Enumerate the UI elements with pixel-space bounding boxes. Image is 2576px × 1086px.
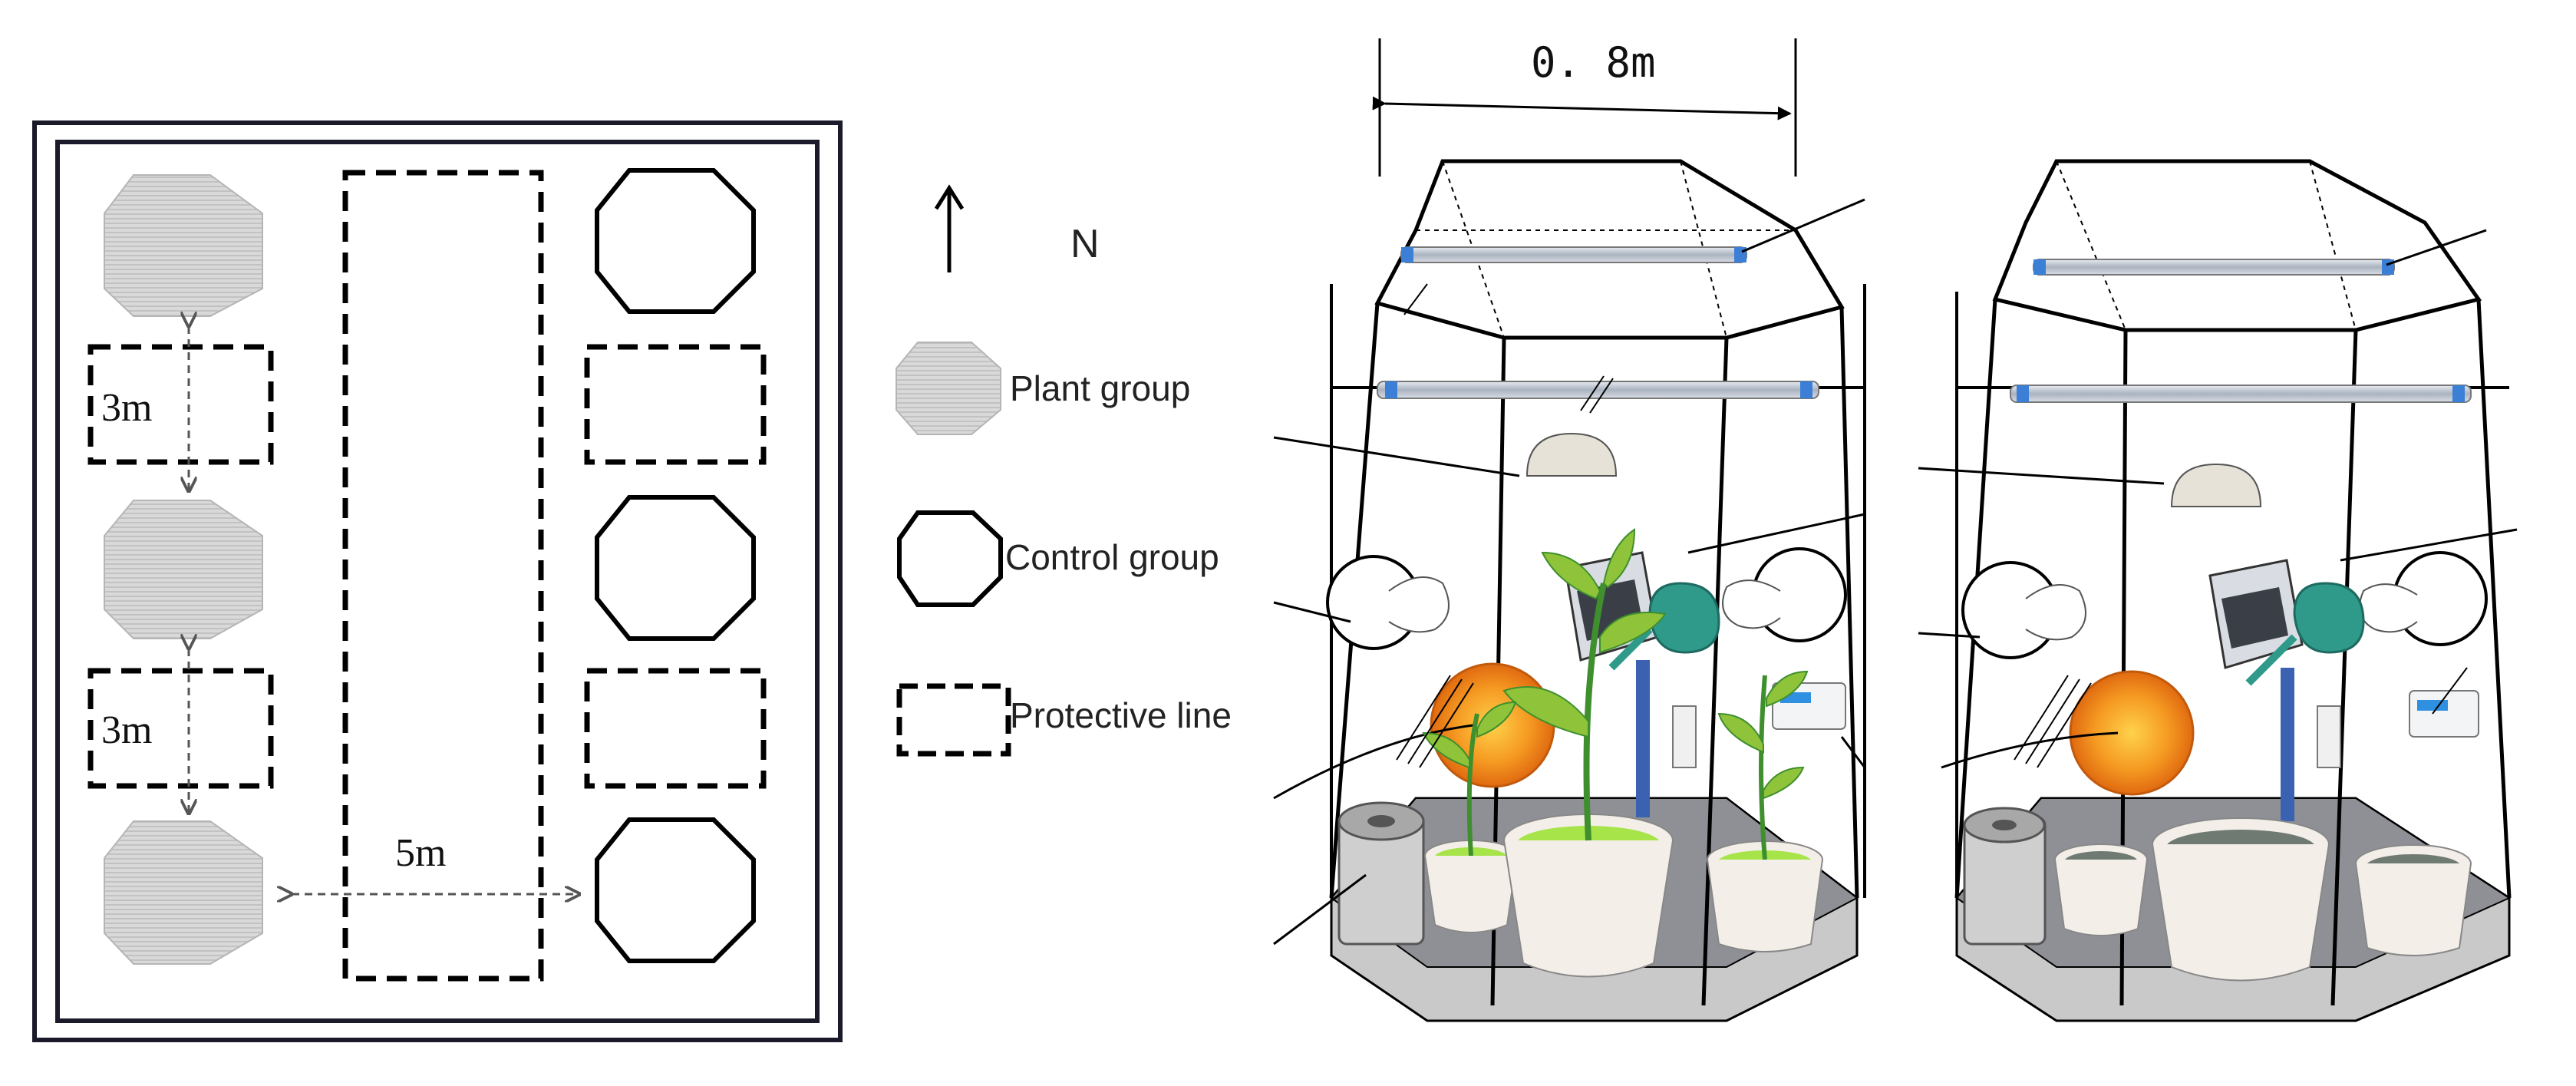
monitor2-screen: [2221, 587, 2288, 649]
frame2-post-3: [2330, 329, 2358, 1006]
dim-label-3m-upper: 3m: [101, 386, 152, 430]
leader-line-right-1: [1687, 513, 1865, 554]
dim-label-3m-lower: 3m: [101, 708, 152, 752]
monitor2-stem: [2281, 668, 2294, 821]
frame-post-4: [1839, 306, 1859, 899]
plant-group-octagon-1: [104, 174, 263, 317]
light2-tube-2: [2010, 385, 2472, 403]
protective-line-right-2: [584, 668, 767, 789]
light-tube-2-cap-right: [1800, 381, 1812, 398]
glove-right-icon: [1722, 579, 1781, 629]
leader-line-right-2: [1840, 736, 1866, 768]
cylinder-leader-line: [1273, 873, 1367, 946]
legend: N Plant group Control group Protective l…: [895, 184, 1232, 757]
inner-border: [55, 140, 820, 1023]
north-arrow-head-icon: [934, 184, 965, 210]
watering-can-2: [2293, 582, 2365, 654]
glove2-left-icon: [2025, 584, 2086, 641]
layout-plan: 3m 3m 5m: [32, 120, 843, 1042]
wall2-controller-display: [2417, 700, 2448, 711]
roof2-dotted-2: [2309, 160, 2357, 331]
chamber-with-plants: 0. 8m: [1273, 38, 1866, 1022]
light2-tube-1: [2033, 259, 2395, 276]
chamber-width-arrow: [1372, 96, 1792, 120]
legend-plant-group-icon: [895, 342, 1001, 435]
pot2-large-center: [2152, 817, 2330, 982]
cylinder2-top-inner: [1992, 820, 2017, 830]
frame-post-3: [1701, 337, 1729, 1006]
protective-line-center: [342, 170, 544, 982]
heater-leader-line: [1273, 724, 1474, 800]
leader2-line-right: [2340, 528, 2518, 562]
plant-center: [1502, 528, 1667, 841]
outer-border: [32, 120, 843, 1042]
light-tube-1: [1400, 246, 1747, 263]
chamber-roof-inner: [1377, 302, 1842, 339]
legend-protective-line-label: Protective line: [1010, 695, 1232, 735]
control-group-octagon-3: [595, 817, 756, 963]
light-tube-2: [1377, 381, 1819, 399]
chamber-width-label: 0. 8m: [1531, 38, 1656, 87]
light2-tube-2-cap-right: [2452, 385, 2465, 402]
chamber-without-plants: [1918, 159, 2518, 1022]
chamber2-roof-inner: [1994, 298, 2479, 332]
legend-plant-group-label: Plant group: [1010, 368, 1190, 408]
watering-can: [1648, 582, 1720, 654]
tube-leader-line: [1741, 198, 1865, 253]
roof2-dotted-1: [2056, 160, 2126, 331]
pot2-small-right: [2355, 844, 2472, 956]
dim-label-5m: 5m: [395, 831, 446, 875]
wall-switch: [1672, 705, 1697, 768]
roof-dotted-2: [1680, 160, 1727, 338]
wall2-switch: [2317, 705, 2341, 768]
watering-can-spout: [1608, 626, 1653, 671]
pot2-small-left: [2054, 843, 2148, 936]
frame2-post-4: [2476, 299, 2512, 899]
cylinder-top-inner: [1367, 815, 1395, 827]
heater2-orb: [2069, 670, 2195, 796]
watering-can-2-spout: [2245, 634, 2297, 686]
legend-control-group-label: Control group: [1005, 537, 1219, 577]
glove2-right-icon: [2359, 583, 2418, 633]
plant-group-octagon-2: [104, 500, 263, 639]
glass2-reflections: [2014, 667, 2468, 768]
control-group-octagon-1: [595, 168, 756, 314]
glove-left-icon: [1388, 576, 1450, 633]
dome-sensor: [1525, 432, 1618, 477]
dome-leader-line: [1273, 436, 1520, 477]
dome2-leader-line: [1918, 467, 2165, 485]
light-tube-1-cap-left: [1401, 247, 1413, 262]
light2-tube-2-cap-left: [2017, 385, 2029, 402]
control-group-octagon-2: [595, 495, 756, 641]
legend-protective-line-icon: [896, 683, 1011, 757]
plant-right: [1717, 670, 1809, 860]
tube2-leader-line: [2386, 229, 2487, 266]
protective-line-right-1: [584, 344, 767, 465]
light2-tube-1-cap-left: [2033, 259, 2046, 275]
glass-reflections: [1396, 283, 1614, 768]
dome2-sensor: [2170, 463, 2262, 507]
plant-group-octagon-3: [104, 820, 263, 965]
light-tube-2-cap-left: [1385, 381, 1397, 398]
glove2-leader-line: [1918, 632, 1981, 639]
heater2-leader-line: [1941, 731, 2119, 769]
plant-left: [1422, 701, 1517, 857]
glove-leader-line: [1273, 601, 1351, 623]
monitor-stem: [1636, 660, 1650, 817]
legend-control-group-icon: [897, 510, 1003, 607]
north-label: N: [1070, 222, 1100, 266]
